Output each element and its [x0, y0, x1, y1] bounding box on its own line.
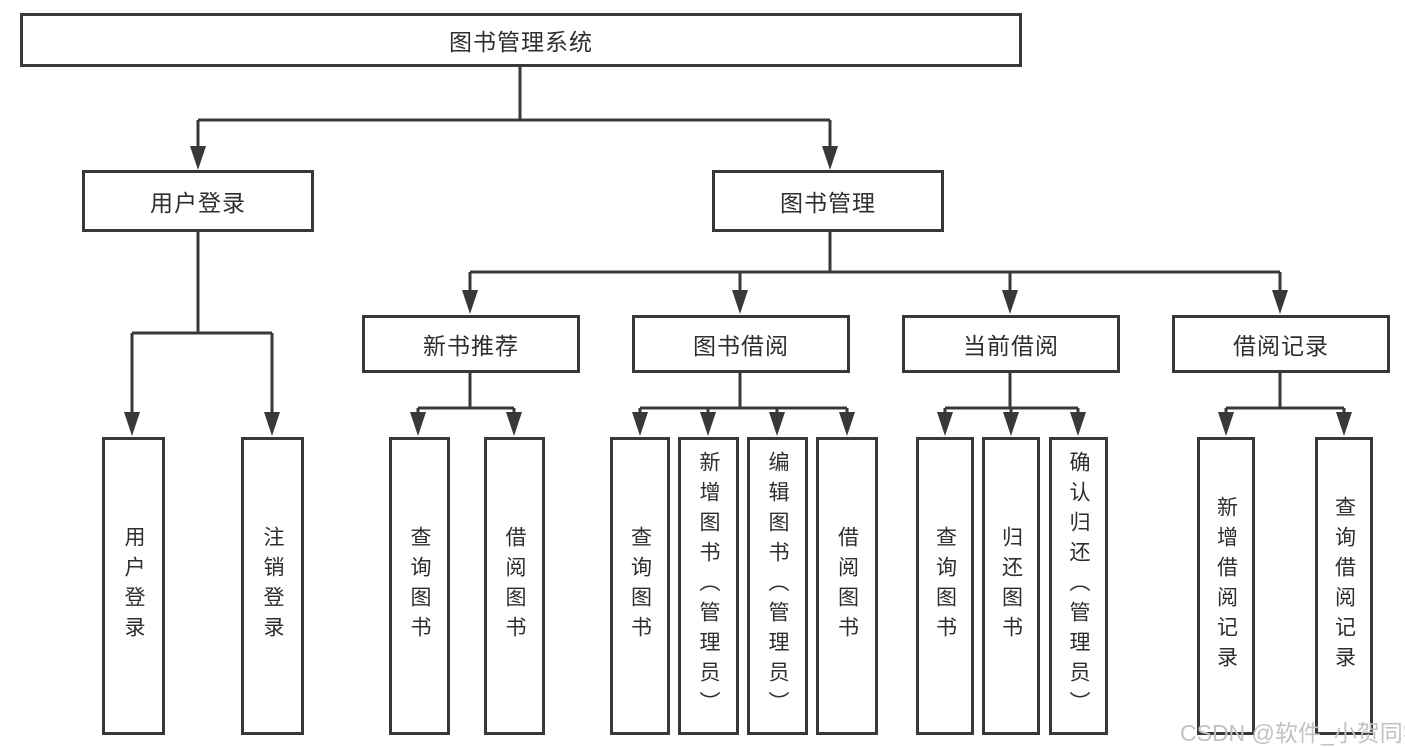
arrowhead [1218, 412, 1234, 436]
node-label: 用户登录 [150, 190, 246, 216]
leaf-query-borrow-record: 查询借阅记录 [1315, 437, 1373, 735]
node-label: 查询图书 [408, 526, 431, 646]
leaf-add-borrow-record: 新增借阅记录 [1197, 437, 1255, 735]
arrowhead [264, 412, 280, 436]
leaf-logout: 注销登录 [241, 437, 304, 735]
arrowhead [1002, 290, 1018, 314]
arrowhead [190, 146, 206, 170]
node-label: 归还图书 [999, 526, 1023, 646]
arrowhead [700, 412, 716, 436]
leaf-edit-books-admin: 编辑图书（管理员） [747, 437, 808, 735]
node-current-borrowing: 当前借阅 [902, 315, 1120, 373]
arrowhead [506, 412, 522, 436]
arrowhead [462, 290, 478, 314]
node-label: 查询借阅记录 [1332, 496, 1356, 676]
node-label: 查询图书 [933, 526, 957, 646]
node-label: 注销登录 [261, 526, 284, 646]
node-label: 图书管理系统 [449, 29, 593, 55]
node-label: 图书管理 [780, 190, 876, 216]
node-book-borrowing: 图书借阅 [632, 315, 850, 373]
node-label: 用户登录 [122, 526, 145, 646]
arrowhead [1336, 412, 1352, 436]
leaf-query-books-current: 查询图书 [916, 437, 974, 735]
node-new-book-recommendation: 新书推荐 [362, 315, 580, 373]
node-label: 借阅图书 [503, 526, 526, 646]
node-borrowing-records: 借阅记录 [1172, 315, 1390, 373]
leaf-borrow-books: 借阅图书 [816, 437, 878, 735]
arrowhead [1272, 290, 1288, 314]
leaf-return-books: 归还图书 [982, 437, 1040, 735]
csdn-watermark: CSDN @软件_小贺同学 [1180, 720, 1405, 746]
leaf-confirm-return-admin: 确认归还（管理员） [1049, 437, 1108, 735]
arrowhead [124, 412, 140, 436]
node-label: 新书推荐 [423, 333, 519, 359]
arrowhead [822, 146, 838, 170]
node-label: 借阅记录 [1233, 333, 1329, 359]
arrowhead [1070, 412, 1086, 436]
arrowhead [632, 412, 648, 436]
node-label: 确认归还（管理员） [1067, 451, 1090, 721]
leaf-borrow-books-recommend: 借阅图书 [484, 437, 545, 735]
node-label: 查询图书 [628, 526, 652, 646]
node-book-management: 图书管理 [712, 170, 944, 232]
arrowhead [769, 412, 785, 436]
leaf-query-books-borrowing: 查询图书 [610, 437, 670, 735]
node-root-library-system: 图书管理系统 [20, 13, 1022, 67]
node-label: 借阅图书 [835, 526, 859, 646]
leaf-add-books-admin: 新增图书（管理员） [678, 437, 739, 735]
node-label: 当前借阅 [963, 333, 1059, 359]
arrowhead [410, 412, 426, 436]
leaf-user-login: 用户登录 [102, 437, 165, 735]
leaf-query-books-recommend: 查询图书 [389, 437, 450, 735]
arrowhead [937, 412, 953, 436]
node-label: 编辑图书（管理员） [766, 451, 789, 721]
arrowhead [1003, 412, 1019, 436]
node-label: 新增图书（管理员） [697, 451, 720, 721]
arrowhead [732, 290, 748, 314]
node-label: 图书借阅 [693, 333, 789, 359]
arrowhead [839, 412, 855, 436]
node-label: 新增借阅记录 [1214, 496, 1238, 676]
node-user-login: 用户登录 [82, 170, 314, 232]
